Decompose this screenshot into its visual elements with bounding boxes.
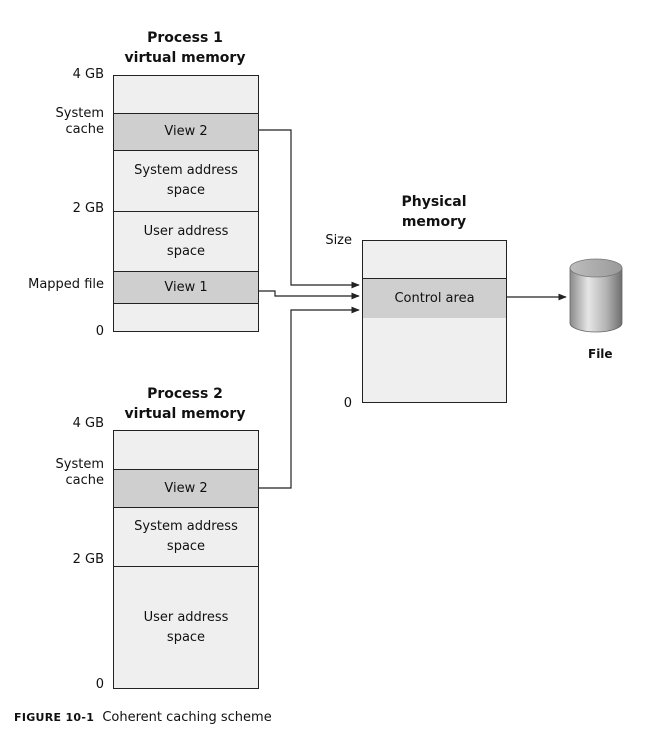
file-cylinder-icon — [569, 258, 623, 333]
process2-system-label-line1: System — [55, 457, 104, 472]
process1-4gb-label: 4 GB — [72, 67, 104, 82]
process2-view2-cell: View 2 — [114, 469, 258, 507]
process2-system-cache-label: System cache — [30, 457, 104, 489]
file-label: File — [588, 347, 613, 361]
process1-system-label-line1: System — [55, 106, 104, 121]
process1-zero-label: 0 — [95, 324, 104, 339]
process2-user-address-line2: space — [166, 630, 206, 645]
process1-mapped-file-label: Mapped file — [28, 277, 104, 292]
control-area-label: Control area — [394, 290, 475, 306]
process1-user-address-line2: space — [166, 243, 206, 259]
physical-title-line1: Physical — [401, 194, 467, 210]
process1-view2-cell: View 2 — [114, 113, 258, 150]
process2-4gb-label: 4 GB — [72, 416, 104, 431]
physical-memory-title: Physical memory — [344, 192, 524, 232]
process2-system-label-line2: cache — [65, 473, 105, 488]
process2-title-line2: virtual memory — [124, 406, 246, 422]
process1-system-label-line2: cache — [65, 122, 105, 137]
figure-caption: FIGURE 10-1 Coherent caching scheme — [14, 710, 272, 726]
process2-memory-box: View 2 System address space User address… — [113, 430, 259, 689]
process1-bottom-cell — [114, 303, 258, 332]
process1-system-address-line1: System address — [134, 163, 238, 178]
process1-user-address-line1: User address — [143, 223, 229, 239]
process1-system-cache-label: System cache — [30, 106, 104, 138]
process1-user-address-cell: User address space — [114, 211, 258, 271]
process1-view2-label: View 2 — [164, 124, 208, 139]
figure-caption-text: Coherent caching scheme — [102, 710, 272, 725]
process1-view1-label: View 1 — [164, 279, 208, 295]
process1-2gb-label: 2 GB — [72, 201, 104, 216]
process1-view1-cell: View 1 — [114, 271, 258, 303]
process1-title-line1: Process 1 — [147, 30, 223, 46]
process1-title: Process 1 virtual memory — [95, 28, 275, 68]
p1-view1-arrow — [259, 290, 360, 300]
process2-view2-label: View 2 — [164, 480, 208, 496]
process2-user-address-line1: User address — [143, 610, 229, 625]
control-area-cell: Control area — [363, 278, 506, 318]
physical-memory-box: Control area — [362, 240, 507, 403]
process1-top-cell — [114, 76, 258, 113]
physical-zero-label: 0 — [343, 396, 352, 411]
process1-memory-box: View 2 System address space User address… — [113, 75, 259, 332]
process2-system-address-line1: System address — [134, 519, 238, 534]
physical-title-line2: memory — [401, 214, 467, 230]
process2-user-address-cell: User address space — [114, 566, 258, 689]
figure-number: FIGURE 10-1 — [14, 711, 95, 724]
process2-system-address-line2: space — [166, 539, 206, 554]
physical-size-label: Size — [325, 233, 352, 248]
process1-system-address-line2: space — [166, 183, 206, 198]
process2-2gb-label: 2 GB — [72, 552, 104, 567]
process2-system-address-cell: System address space — [114, 507, 258, 566]
process1-title-line2: virtual memory — [124, 50, 246, 66]
process2-title: Process 2 virtual memory — [95, 384, 275, 424]
process1-system-address-cell: System address space — [114, 150, 258, 211]
process2-zero-label: 0 — [95, 677, 104, 692]
process2-title-line1: Process 2 — [147, 386, 223, 402]
